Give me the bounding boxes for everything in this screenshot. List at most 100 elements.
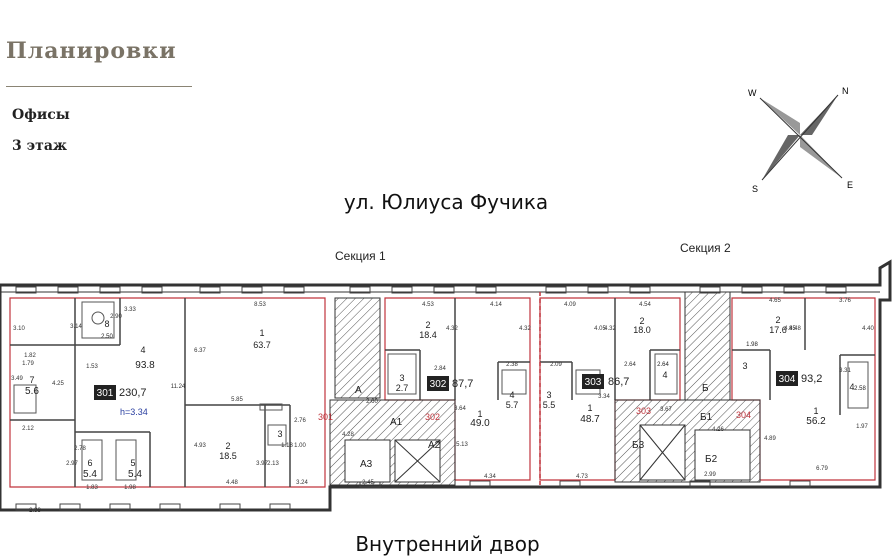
svg-text:302: 302 <box>430 379 447 390</box>
room-area: 2.58 <box>854 386 866 392</box>
street-name-bottom: Внутренний двор <box>355 532 540 556</box>
dim: 6.37 <box>194 348 206 354</box>
office-area-303: 86,7 <box>608 376 629 388</box>
room-num: 1 <box>477 409 482 419</box>
room-area: 18.5 <box>219 451 237 461</box>
zone-a2: А2 <box>428 440 441 451</box>
room-area: 5.5 <box>543 400 556 410</box>
room-area: 56.2 <box>806 416 826 427</box>
dim: 1.82 <box>24 353 36 359</box>
core-hatched <box>329 291 761 486</box>
dimension-labels: 3.33 8.53 4.53 4.14 4.09 4.54 4.65 3.76 … <box>11 298 874 514</box>
dim: 4.26 <box>712 427 724 433</box>
svg-text:301: 301 <box>97 388 114 399</box>
page-title: Планировки <box>6 38 177 64</box>
dim: 8.53 <box>254 302 266 308</box>
dim: 2.97 <box>66 461 78 467</box>
zone-b: Б <box>702 383 709 394</box>
dim: 1.97 <box>856 424 868 430</box>
room-num: 4 <box>849 382 854 392</box>
office-area-302: 87,7 <box>452 378 473 390</box>
dim: 2.76 <box>294 418 306 424</box>
zone-a3: А3 <box>360 459 373 470</box>
building-outline <box>0 259 892 512</box>
dim: 3.24 <box>296 480 308 486</box>
dim: 2.90 <box>110 314 122 320</box>
zone-b2: Б2 <box>705 454 718 465</box>
room-num: 4 <box>509 390 514 400</box>
dim: 3.67 <box>660 407 672 413</box>
room-area: 18.0 <box>633 325 651 335</box>
room-area: 5.4 <box>128 469 142 480</box>
compass-rose: W N S E <box>748 86 853 194</box>
dim: 4.32 <box>519 326 531 332</box>
dim: 4.48 <box>226 480 238 486</box>
room-num: 2 <box>225 441 230 451</box>
category-label: Офисы <box>12 107 70 123</box>
dim: 4.40 <box>862 326 874 332</box>
dim: 1.83 <box>86 485 98 491</box>
room-num: 1 <box>813 406 818 416</box>
dim: 2.84 <box>434 366 446 372</box>
room-area: 5.4 <box>83 469 97 480</box>
dim: 4.53 <box>422 302 434 308</box>
room-num: 1 <box>587 403 592 413</box>
dim: 2.38 <box>506 362 518 368</box>
room-num: 2 <box>425 320 430 330</box>
room-area: 5.6 <box>25 386 39 397</box>
dim: 2.33 <box>29 508 41 514</box>
office-area-304: 93,2 <box>801 373 822 385</box>
compass-s: S <box>752 184 758 194</box>
office-area-301: 230,7 <box>119 387 147 399</box>
dim: 11.24 <box>171 384 186 390</box>
dim: 4.85 <box>784 326 796 332</box>
svg-text:304: 304 <box>779 374 796 385</box>
dim: 4.89 <box>764 436 776 442</box>
interior-walls <box>10 292 875 487</box>
office-tag-303[interactable]: 303 86,7 <box>582 374 629 389</box>
room-area: 48.7 <box>580 414 600 425</box>
core-office-303: 303 <box>636 406 651 416</box>
zone-a1: А1 <box>390 417 403 428</box>
dim: 4.09 <box>564 302 576 308</box>
dim: 4.14 <box>490 302 502 308</box>
svg-text:303: 303 <box>585 377 602 388</box>
dim: 2.12 <box>22 426 34 432</box>
dim: 2.64 <box>624 362 636 368</box>
dim: 4.28 <box>342 432 354 438</box>
dim: 3.64 <box>454 406 466 412</box>
title-rule <box>6 86 192 87</box>
dim: 6.79 <box>816 466 828 472</box>
dim: 4.25 <box>52 381 64 387</box>
dim: 4.34 <box>484 474 496 480</box>
floor-label: 3 этаж <box>12 138 68 154</box>
office-tag-301[interactable]: 301 230,7 <box>94 385 147 400</box>
room-labels: 1 63.7 2 18.5 3 1.18 4 93.8 8 2.50 7 5.6… <box>25 315 866 480</box>
dim: 1.98 <box>124 485 136 491</box>
dim: 5.85 <box>231 397 243 403</box>
room-area: 2.64 <box>657 362 669 368</box>
room-num: 5 <box>130 458 135 468</box>
dim: 2.45 <box>362 480 374 486</box>
room-area: 2.50 <box>101 334 113 340</box>
section-label-1: Секция 1 <box>335 249 386 263</box>
room-num: 3 <box>742 361 747 371</box>
core-office-301: 301 <box>318 412 333 422</box>
core-office-304: 304 <box>736 410 751 420</box>
dim: 4.54 <box>639 302 651 308</box>
zone-b3: Б3 <box>632 440 645 451</box>
dim: 4.32 <box>604 326 616 332</box>
dim: 5.13 <box>456 442 468 448</box>
dim: 4.05 <box>594 326 606 332</box>
ceiling-height: h=3.34 <box>120 407 148 417</box>
room-area: 93.8 <box>135 360 155 371</box>
street-name-top: ул. Юлиуса Фучика <box>343 190 549 214</box>
dim: 3.76 <box>839 298 851 304</box>
office-tag-304[interactable]: 304 93,2 <box>776 371 822 386</box>
room-area: 5.7 <box>506 400 519 410</box>
dim: 4.32 <box>446 326 458 332</box>
compass-n: N <box>842 86 849 96</box>
office-tag-302[interactable]: 302 87,7 <box>427 376 473 391</box>
dim: 3.31 <box>839 368 851 374</box>
